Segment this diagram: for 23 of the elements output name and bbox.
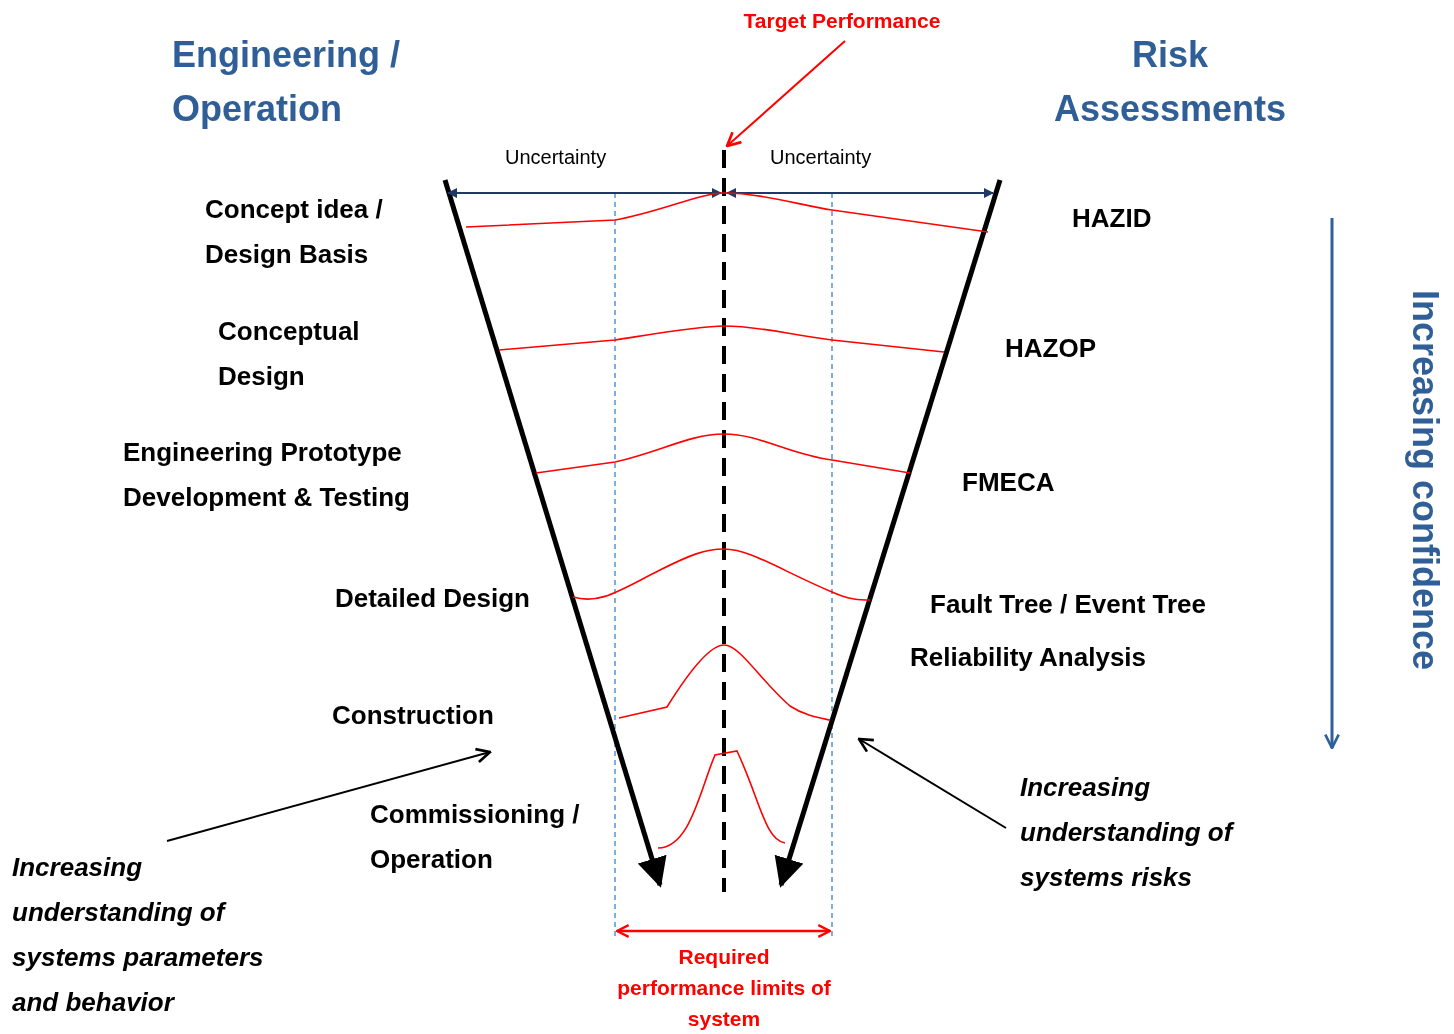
phase-label: Concept idea / Design Basis [205, 193, 384, 271]
annotation-text: Increasing understanding of systems risks [1020, 765, 1255, 900]
leader-arrow [166, 747, 492, 842]
phase-label: Engineering Prototype Development & Testing [123, 436, 411, 514]
phase-label: Conceptual Design [218, 315, 361, 393]
leader-arrow [725, 40, 846, 148]
method-label: Fault Tree / Event Tree [930, 588, 1207, 621]
annotation-text: Target Performance [742, 5, 942, 37]
dimension-label: Uncertainty [505, 145, 608, 170]
method-label: FMECA [962, 466, 1056, 499]
phase-label: Construction [332, 699, 495, 732]
section-heading: Risk Assessments [1052, 33, 1288, 131]
annotation-text: Increasing understanding of systems parameters and behavior [12, 845, 312, 1025]
leader-arrow [857, 737, 1007, 829]
section-heading: Engineering / Operation [172, 33, 402, 131]
method-label: Reliability Analysis [910, 641, 1148, 674]
dimension-label: Uncertainty [770, 145, 873, 170]
phase-label: Detailed Design [333, 582, 530, 615]
axis-label: Increasing confidence [1404, 288, 1447, 673]
method-label: HAZOP [1005, 332, 1097, 365]
limit-label: Required performance limits of system [616, 944, 832, 1032]
method-label: HAZID [1072, 202, 1153, 235]
phase-label: Commissioning / Operation [370, 798, 581, 876]
